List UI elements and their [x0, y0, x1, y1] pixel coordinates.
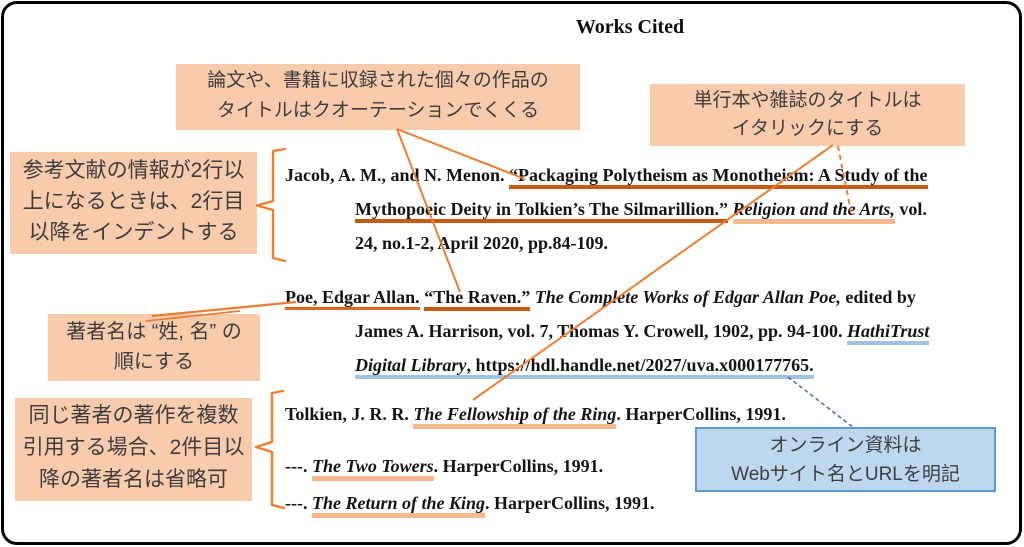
callout-text: 同じ著者の著作を複数 [28, 404, 239, 427]
quoted-article-title: “Packaging Polytheism as Monotheism: A S… [509, 165, 928, 189]
callout-text: タイトルはクオーテーションでくくる [216, 100, 540, 121]
callout-text: 上になるときは、2行目 [22, 190, 245, 213]
citation-line: Poe, Edgar Allan. “The Raven.” The Compl… [285, 280, 1022, 314]
citation-line: James A. Harrison, vol. 7, Thomas Y. Cro… [285, 314, 1022, 348]
publisher-info: . HarperCollins, 1991. [433, 456, 604, 476]
publisher-info: . HarperCollins, 1991. [485, 493, 655, 513]
citation-line: Tolkien, J. R. R. The Fellowship of the … [285, 397, 1022, 431]
callout-text: 著者名は “姓, 名” の [66, 321, 242, 343]
author-omission-dashes: ---. [285, 456, 312, 476]
book-title: The Two Towers [311, 456, 434, 481]
publisher-info: . HarperCollins, 1991. [616, 404, 786, 424]
citation-line: ---. The Return of the King. HarperColli… [285, 486, 1022, 520]
citation-entry-tolkien-1: Tolkien, J. R. R. The Fellowship of the … [285, 397, 1022, 431]
callout-online-rule: オンライン資料は Webサイト名とURLを明記 [695, 427, 996, 492]
journal-title: Religion and the Arts, [732, 199, 895, 224]
citation-entry-jacob: Jacob, A. M., and N. Menon. “Packaging P… [285, 158, 1022, 260]
citation-line: Digital Library, https://hdl.handle.net/… [285, 348, 1022, 382]
url-text: , https://hdl.handle.net/2027/uva.x00017… [466, 355, 814, 379]
citation-line: Jacob, A. M., and N. Menon. “Packaging P… [285, 158, 1022, 192]
callout-text: 参考文献の情報が2行以 [22, 159, 245, 182]
callout-text: オンライン資料は [769, 435, 922, 456]
author-omission-dashes: ---. [285, 493, 312, 513]
callout-same-author-rule: 同じ著者の著作を複数 引用する場合、2件目以 降の著者名は省略可 [15, 398, 252, 501]
citation-entry-tolkien-2: ---. The Two Towers. HarperCollins, 1991… [285, 449, 1022, 483]
website-title: HathiTrust [847, 321, 930, 345]
spacer [728, 199, 733, 219]
callout-text: 論文や、書籍に収録された個々の作品の [207, 70, 549, 91]
callout-text: 引用する場合、2件目以 [22, 436, 245, 459]
author-name: Tolkien, J. R. R. [285, 404, 414, 424]
callout-author-order-rule: 著者名は “姓, 名” の 順にする [48, 314, 260, 381]
callout-text: 順にする [113, 351, 195, 373]
issue-pages: 24, no.1-2, April 2020, pp.84-109. [355, 233, 609, 253]
edited-by: edited by [840, 287, 916, 307]
callout-text: 単行本や雑誌のタイトルは [693, 90, 922, 111]
author-name-underlined: Poe, Edgar Allan. [285, 287, 420, 310]
citation-line: 24, no.1-2, April 2020, pp.84-109. [285, 226, 1022, 260]
quoted-poem-title: “The Raven.” [424, 287, 531, 311]
citation-line: Mythopoeic Deity in Tolkien’s The Silmar… [285, 192, 1022, 226]
callout-text: Webサイト名とURLを明記 [731, 464, 960, 485]
callout-indent-rule: 参考文献の情報が2行以 上になるときは、2行目 以降をインデントする [10, 152, 257, 254]
citation-entry-tolkien-3: ---. The Return of the King. HarperColli… [285, 486, 1022, 520]
publisher-info: James A. Harrison, vol. 7, Thomas Y. Cro… [355, 321, 848, 341]
callout-text: イタリックにする [731, 118, 884, 139]
callout-quotation-rule: 論文や、書籍に収録された個々の作品の タイトルはクオーテーションでくくる [176, 64, 580, 130]
book-title: The Fellowship of the Ring [413, 404, 617, 429]
citation-line: ---. The Two Towers. HarperCollins, 1991… [285, 449, 1022, 483]
author-names: Jacob, A. M., and N. Menon. [285, 165, 510, 185]
website-title: Digital Library [355, 355, 467, 379]
callout-text: 以降をインデントする [28, 221, 239, 244]
callout-italic-rule: 単行本や雑誌のタイトルは イタリックにする [650, 84, 965, 146]
book-title: The Complete Works of Edgar Allan Poe, [534, 287, 841, 307]
volume-label: vol. [894, 199, 927, 219]
page-title: Works Cited [575, 16, 685, 38]
book-title: The Return of the King [311, 493, 486, 518]
citation-entry-poe: Poe, Edgar Allan. “The Raven.” The Compl… [285, 280, 1022, 382]
quoted-article-title: Mythopoeic Deity in Tolkien’s The Silmar… [355, 199, 729, 223]
callout-text: 降の著者名は省略可 [39, 468, 228, 491]
